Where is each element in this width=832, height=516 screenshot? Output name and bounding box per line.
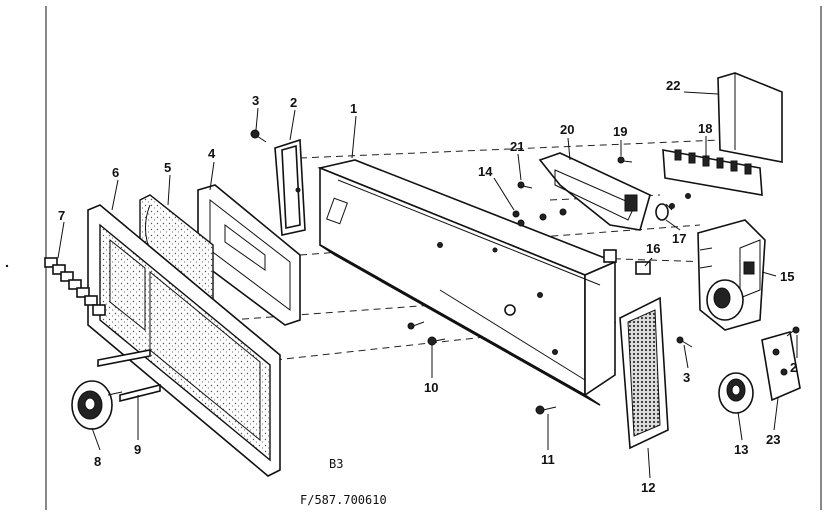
bracket-left xyxy=(274,138,306,236)
switch-bracket xyxy=(538,152,651,231)
callout-7: 7 xyxy=(58,208,65,223)
leader-lines xyxy=(57,91,798,479)
push-button-set xyxy=(44,257,106,316)
callout-13: 13 xyxy=(734,442,748,457)
screw-21 xyxy=(517,181,533,189)
screw-right xyxy=(676,336,693,348)
callout-15: 15 xyxy=(780,269,794,284)
clip-16 xyxy=(603,249,651,275)
callout-4: 4 xyxy=(208,146,216,161)
figure-code: F/587.700610 xyxy=(300,493,387,507)
screw-10 xyxy=(427,336,446,346)
callout-20: 20 xyxy=(560,122,574,137)
side-trim-strip xyxy=(619,296,669,450)
timer-motor xyxy=(718,372,754,414)
motor-bracket xyxy=(761,330,801,402)
window-frame xyxy=(197,184,301,326)
screw-11 xyxy=(535,405,557,415)
knob-shafts xyxy=(97,349,161,403)
control-knob xyxy=(71,380,123,430)
screw-top xyxy=(250,129,267,143)
screw-right-2 xyxy=(786,326,800,337)
section-code: B3 xyxy=(329,457,343,471)
callout-5: 5 xyxy=(164,160,171,175)
callout-labels: 1 2 2 3 3 4 5 6 7 8 9 10 11 12 13 14 15 … xyxy=(58,78,797,495)
callout-2-top: 2 xyxy=(290,95,297,110)
push-button-switch xyxy=(662,149,763,209)
screw-mid xyxy=(407,321,425,330)
callout-22: 22 xyxy=(666,78,680,93)
front-trim-panel xyxy=(87,204,281,477)
callout-21: 21 xyxy=(510,139,524,154)
switch-cover xyxy=(717,72,783,163)
screw-19 xyxy=(617,156,633,164)
callout-12: 12 xyxy=(641,480,655,495)
callout-14: 14 xyxy=(478,164,493,179)
timer-assembly xyxy=(697,219,766,331)
control-panel-channel xyxy=(317,159,618,406)
callout-11: 11 xyxy=(541,452,555,467)
callout-10: 10 xyxy=(424,380,438,395)
callout-19: 19 xyxy=(613,124,627,139)
callout-9: 9 xyxy=(134,442,141,457)
callout-17: 17 xyxy=(672,231,686,246)
callout-3-top: 3 xyxy=(252,93,259,108)
screws-14 xyxy=(512,208,567,227)
callout-18: 18 xyxy=(698,121,712,136)
margin-dot xyxy=(5,264,9,268)
clip-17 xyxy=(655,203,673,221)
callout-8: 8 xyxy=(94,454,101,469)
callout-3-right: 3 xyxy=(683,370,690,385)
callout-6: 6 xyxy=(112,165,119,180)
callout-1: 1 xyxy=(350,101,357,116)
callout-23: 23 xyxy=(766,432,780,447)
callout-2-right: 2 xyxy=(790,360,797,375)
callout-16: 16 xyxy=(646,241,660,256)
